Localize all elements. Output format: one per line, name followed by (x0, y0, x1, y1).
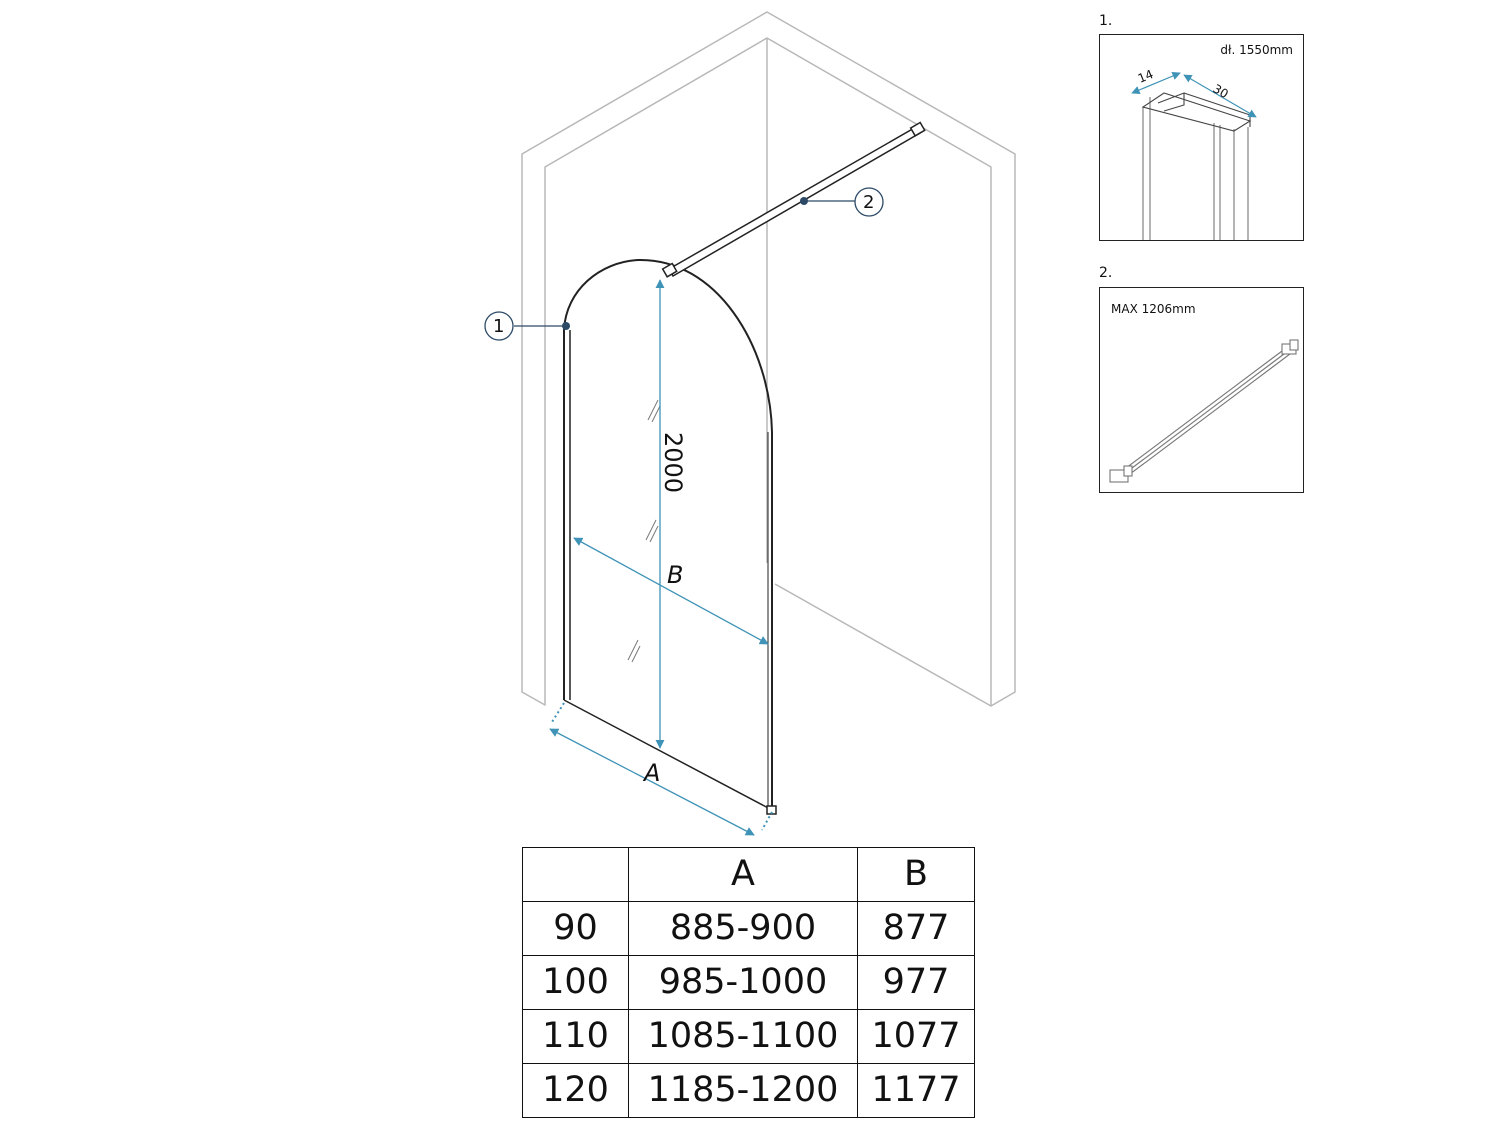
callout-2-number: 2 (863, 192, 874, 213)
table-cell: 985-1000 (628, 955, 858, 1010)
table-cell: 1177 (857, 1063, 975, 1118)
inset-1-label: 1. (1099, 13, 1113, 29)
table-header-cell: A (628, 847, 858, 902)
callout-1: 1 (484, 311, 570, 341)
height-label: 2000 (659, 432, 687, 493)
table-cell: 1077 (857, 1009, 975, 1064)
b-label: B (667, 561, 683, 589)
glass-reflections (627, 399, 661, 663)
wall-profile-drawing: 14 30 (1131, 67, 1257, 240)
inset-1-length: dł. 1550mm (1220, 43, 1293, 57)
dimension-table: A B 90 885-900 877 100 985-1000 977 110 … (522, 847, 975, 1118)
table-cell: 885-900 (628, 901, 858, 956)
table-cell: 877 (857, 901, 975, 956)
table-cell: 100 (522, 955, 629, 1010)
inset-1-box: dł. 1550mm 14 30 (1099, 34, 1304, 241)
inset-2-label: 2. (1099, 265, 1113, 281)
table-row: 120 1185-1200 1177 (522, 1063, 975, 1118)
callout-1-number: 1 (493, 316, 504, 337)
callout-2: 2 (800, 187, 884, 217)
table-header-cell: B (857, 847, 975, 902)
glass-panel (563, 258, 773, 811)
table-cell: 110 (522, 1009, 629, 1064)
table-row: 110 1085-1100 1077 (522, 1009, 975, 1064)
a-dimension (549, 702, 773, 836)
table-header-cell (522, 847, 629, 902)
table-cell: 977 (857, 955, 975, 1010)
inset-2-box: MAX 1206mm (1099, 287, 1304, 493)
a-label: A (642, 759, 660, 787)
stabilizer-bar-drawing (1109, 339, 1299, 483)
inset-1-dim-30: 30 (1211, 81, 1231, 101)
stabilizer-bar (661, 121, 926, 278)
table-row: 100 985-1000 977 (522, 955, 975, 1010)
table-cell: 1085-1100 (628, 1009, 858, 1064)
table-row: 90 885-900 877 (522, 901, 975, 956)
b-dimension (573, 537, 769, 645)
table-cell: 90 (522, 901, 629, 956)
inset-2-max-length: MAX 1206mm (1111, 302, 1196, 316)
table-cell: 120 (522, 1063, 629, 1118)
inset-1-dim-14: 14 (1136, 67, 1155, 86)
table-header-row: A B (522, 847, 975, 902)
room-walls (521, 11, 1016, 707)
table-cell: 1185-1200 (628, 1063, 858, 1118)
